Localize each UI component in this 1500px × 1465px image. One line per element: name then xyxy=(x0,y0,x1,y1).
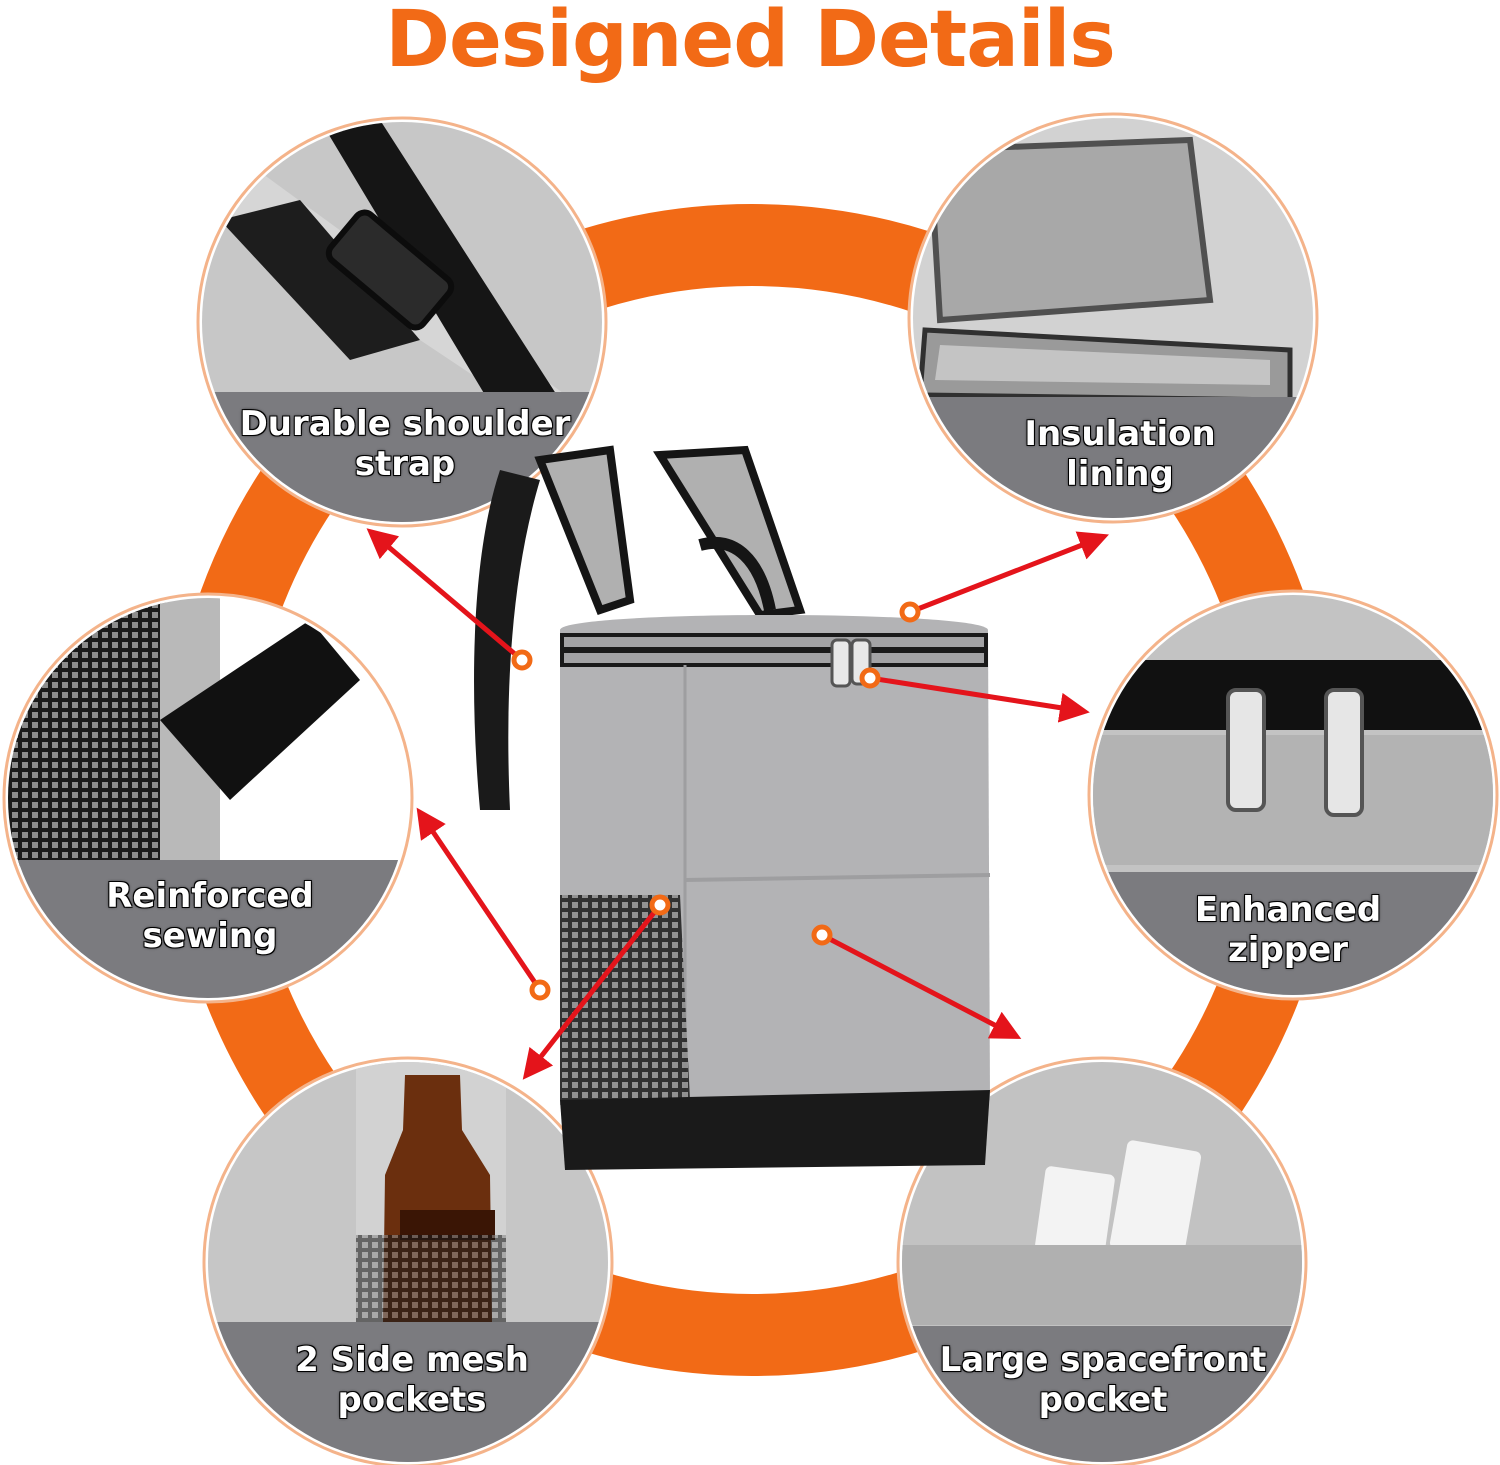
label-line: Insulation xyxy=(1024,414,1216,454)
detail-circle-insulation-lining xyxy=(907,112,1319,524)
hotspot-shoulder-strap xyxy=(511,649,533,671)
hotspot-insulation-lining xyxy=(899,601,921,623)
hotspot-reinforced-sewing xyxy=(529,979,551,1001)
label-reinforced-sewing: Reinforced sewing xyxy=(10,876,410,956)
arrow-enhanced-zipper xyxy=(869,675,1090,723)
arrow-side-mesh xyxy=(522,903,662,1080)
pointer-arrows xyxy=(366,528,1109,1080)
label-line: Enhanced xyxy=(1194,890,1382,930)
label-line: 2 Side mesh xyxy=(295,1340,529,1380)
label-enhanced-zipper: Enhanced zipper xyxy=(1088,890,1488,970)
arrow-reinforced-sewing xyxy=(416,807,543,992)
label-front-pocket: Large spacefront pocket xyxy=(903,1340,1303,1420)
label-line: zipper xyxy=(1228,930,1348,970)
label-line: lining xyxy=(1066,454,1174,494)
label-line: Durable shoulder xyxy=(239,404,571,444)
label-line: pocket xyxy=(1038,1380,1168,1420)
label-line: Reinforced xyxy=(106,876,314,916)
hotspot-dots xyxy=(511,601,921,1001)
label-line: sewing xyxy=(142,916,278,956)
label-line: strap xyxy=(354,444,456,484)
label-side-mesh-pockets: 2 Side mesh pockets xyxy=(212,1340,612,1420)
arrow-shoulder-strap xyxy=(366,528,524,662)
label-insulation-lining: Insulation lining xyxy=(920,414,1320,494)
label-line: Large spacefront xyxy=(939,1340,1267,1380)
hotspot-front-pocket xyxy=(811,924,833,946)
page-title: Designed Details xyxy=(385,0,1116,85)
arrow-insulation-lining xyxy=(909,531,1109,615)
arrow-front-pocket xyxy=(820,932,1022,1039)
detail-circle-reinforced-sewing xyxy=(2,592,414,1004)
label-line: pockets xyxy=(337,1380,487,1420)
hotspot-side-mesh xyxy=(649,894,671,916)
backpack-illustration xyxy=(474,445,991,1170)
hotspot-enhanced-zipper xyxy=(859,667,881,689)
label-shoulder-strap: Durable shoulder strap xyxy=(205,404,605,484)
